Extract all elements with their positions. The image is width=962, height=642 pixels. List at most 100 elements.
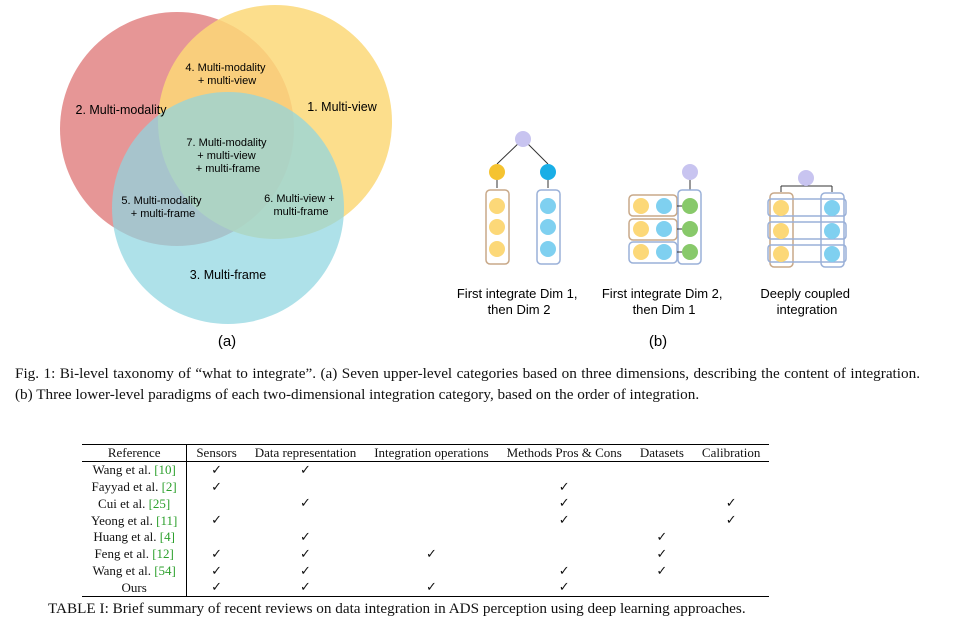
check-cell	[498, 461, 631, 478]
checkmark-icon: ✓	[656, 529, 668, 545]
table-header-row: Reference Sensors Data representation In…	[82, 444, 770, 462]
check-cell: ✓	[365, 546, 497, 563]
check-cell: ✓	[246, 529, 365, 546]
citation-link[interactable]: [11]	[156, 512, 178, 528]
citation-link[interactable]: [54]	[154, 563, 176, 579]
yellow-node	[633, 221, 649, 237]
paradigm-2-diagram: First integrate Dim 2, then Dim 1	[602, 164, 726, 317]
yellow-node	[489, 241, 505, 257]
checkmark-icon: ✓	[425, 546, 437, 562]
checkmark-icon: ✓	[725, 496, 737, 512]
checkmark-icon: ✓	[656, 546, 668, 562]
paradigm-1-diagram: First integrate Dim 1, then Dim 2	[457, 131, 578, 317]
citation-link[interactable]: [12]	[152, 546, 174, 562]
reference-name: Cui et al.	[98, 495, 149, 511]
header-calibration: Calibration	[701, 445, 761, 460]
reference-name: Wang et al.	[92, 462, 155, 478]
checkmark-icon: ✓	[558, 563, 570, 579]
table-row: Wang et al. [54]✓✓✓✓	[82, 562, 770, 580]
checkmark-icon: ✓	[558, 479, 570, 495]
check-cell: ✓	[631, 546, 693, 563]
checkmark-icon: ✓	[558, 513, 570, 529]
table-row: Feng et al. [12]✓✓✓✓	[82, 545, 769, 563]
check-cell	[693, 563, 770, 580]
checkmark-icon: ✓	[211, 462, 222, 478]
paradigm-3-label: Deeply coupled integration	[760, 286, 853, 317]
reference-cell: Cui et al. [25]	[82, 495, 188, 513]
citation-link[interactable]: [2]	[161, 479, 177, 495]
blue-node	[824, 223, 840, 239]
table-row: Wang et al. [10] ✓ ✓	[82, 461, 770, 479]
table-row: Cui et al. [25] ✓ ✓ ✓	[82, 495, 770, 513]
check-cell	[631, 479, 693, 496]
checkmark-icon: ✓	[300, 546, 311, 562]
blue-node	[824, 200, 840, 216]
check-cell	[693, 529, 770, 546]
check-cell: ✓	[693, 495, 770, 512]
check-cell	[693, 479, 770, 496]
checkmark-icon: ✓	[300, 496, 311, 512]
checkmark-icon: ✓	[211, 580, 222, 596]
venn-label-5: 5. Multi-modality + multi-frame	[121, 195, 204, 220]
citation-link[interactable]: [10]	[154, 462, 176, 478]
check-cell: ✓	[246, 579, 365, 596]
citation-link[interactable]: [25]	[148, 495, 171, 511]
check-cell	[631, 495, 693, 512]
paradigm-3-diagram: Deeply coupled integration	[760, 170, 853, 317]
check-cell	[693, 579, 770, 596]
sublabel-b: (b)	[649, 333, 667, 350]
green-node	[682, 221, 698, 237]
root-node	[515, 131, 531, 147]
check-cell: ✓	[246, 495, 365, 512]
paradigm-2-label: First integrate Dim 2, then Dim 1	[602, 286, 726, 317]
check-cell: ✓	[187, 563, 246, 580]
header-methods-pros-cons: Methods Pros & Cons	[506, 445, 622, 460]
reference-name: Ours	[121, 579, 147, 595]
check-cell: ✓	[498, 579, 631, 596]
reference-cell: Ours	[82, 579, 188, 597]
check-cell: ✓	[246, 461, 365, 478]
checkmark-icon: ✓	[300, 529, 311, 545]
blue-node	[540, 219, 556, 235]
check-cell	[246, 479, 365, 496]
citation-link[interactable]: [4]	[159, 529, 175, 545]
reference-cell: Yeong et al. [11]	[82, 512, 188, 529]
yellow-node	[633, 244, 649, 260]
green-node	[682, 244, 698, 260]
reference-cell: Wang et al. [10]	[82, 461, 188, 479]
checkmark-icon: ✓	[211, 513, 222, 529]
yellow-node	[773, 223, 789, 239]
checkmark-icon: ✓	[558, 580, 570, 596]
check-cell: ✓	[365, 579, 497, 596]
yellow-node	[633, 198, 649, 214]
check-cell	[631, 512, 693, 529]
blue-node	[656, 221, 672, 237]
check-cell: ✓	[187, 579, 246, 596]
checkmark-icon: ✓	[211, 479, 222, 495]
reference-cell: Feng et al. [12]	[82, 545, 188, 563]
check-cell	[631, 579, 693, 596]
checkmark-icon: ✓	[425, 580, 437, 596]
check-cell: ✓	[187, 546, 246, 563]
check-cell: ✓	[498, 495, 631, 512]
table-row: Huang et al. [4]✓✓	[82, 528, 770, 546]
yellow-node	[773, 246, 789, 262]
yellow-node	[773, 200, 789, 216]
check-cell: ✓	[187, 512, 246, 529]
check-cell: ✓	[631, 563, 693, 580]
reference-name: Yeong et al.	[91, 512, 157, 528]
venn-label-7: 7. Multi-modality + multi-view + multi-f…	[186, 137, 269, 175]
venn-label-1: 1. Multi-view	[307, 100, 377, 114]
sublabel-a: (a)	[218, 333, 236, 350]
figure-1: 1. Multi-view 2. Multi-modality 3. Multi…	[60, 5, 853, 350]
yellow-node	[489, 198, 505, 214]
checkmark-icon: ✓	[725, 513, 737, 529]
blue-node	[656, 198, 672, 214]
check-cell	[365, 529, 497, 546]
blue-node	[540, 198, 556, 214]
dim2-node	[540, 164, 556, 180]
check-cell: ✓	[187, 461, 246, 478]
check-cell	[693, 461, 770, 478]
check-cell: ✓	[498, 512, 631, 529]
table-row: Yeong et al. [11] ✓ ✓ ✓	[82, 512, 769, 529]
